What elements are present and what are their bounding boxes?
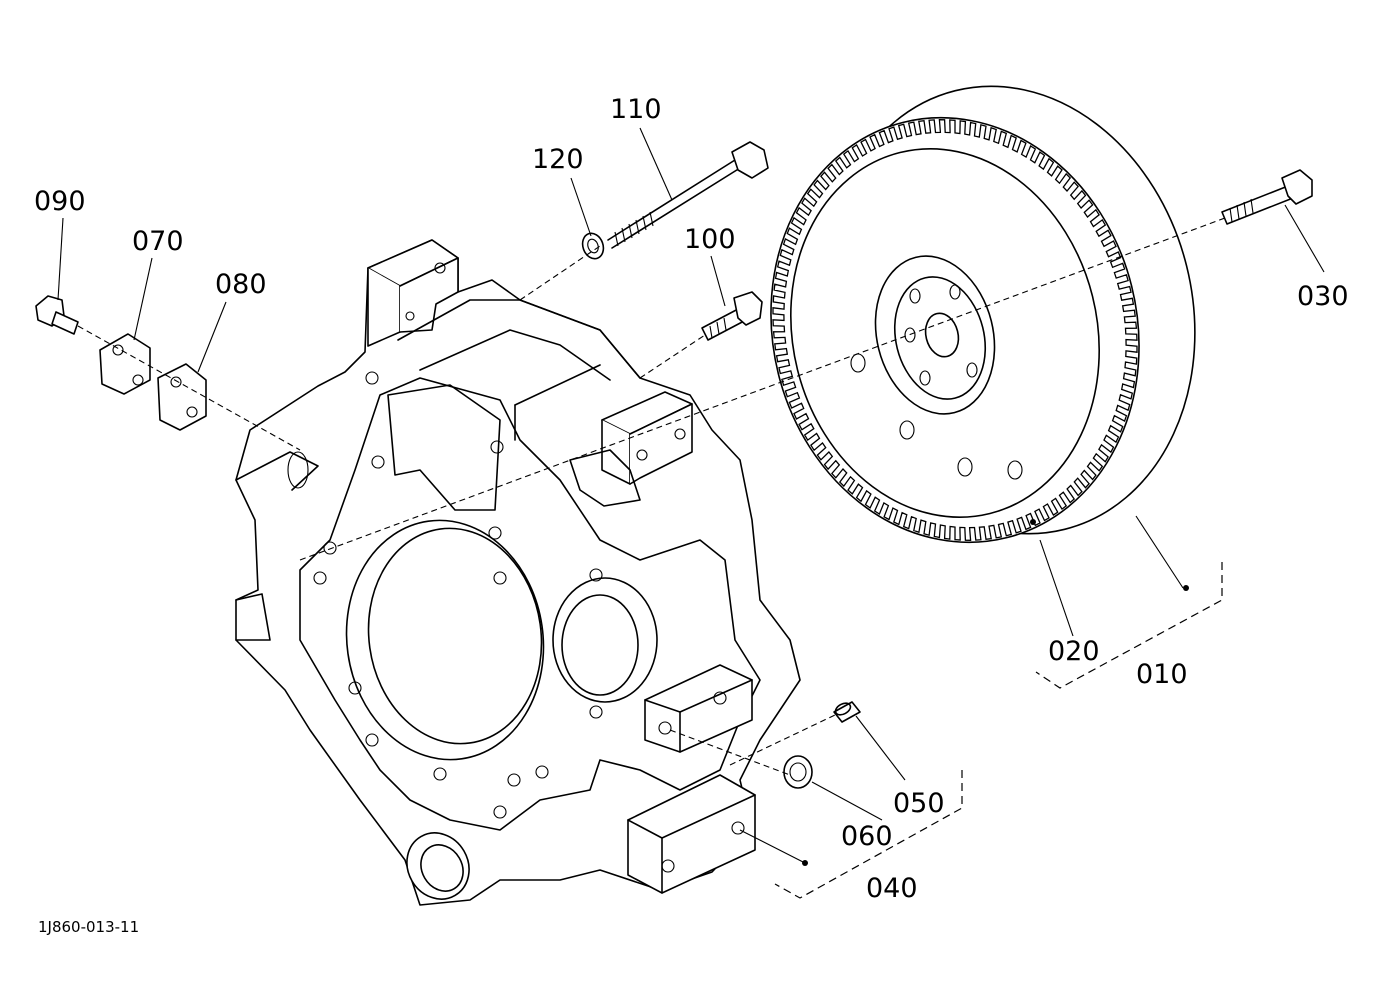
- center-lines: [77, 217, 1226, 776]
- leader-lines: [57, 127, 1325, 864]
- flywheel-housing: [235, 239, 801, 906]
- plug-060: [783, 755, 813, 789]
- callout-050: 050: [893, 788, 945, 819]
- washer-120: [581, 232, 605, 260]
- plate-070: [99, 333, 151, 395]
- pin-050: [833, 701, 861, 723]
- callout-020: 020: [1048, 636, 1100, 667]
- callout-120: 120: [532, 144, 584, 175]
- callout-010: 010: [1136, 659, 1188, 690]
- diagram-code: 1J860-013-11: [38, 918, 139, 936]
- callout-040: 040: [866, 873, 918, 904]
- callout-labels: 090 070 080 120 110 100 030 020 010 050 …: [34, 94, 1349, 936]
- flywheel: [770, 85, 1196, 544]
- callout-070: 070: [132, 226, 184, 257]
- callout-090: 090: [34, 186, 86, 217]
- callout-080: 080: [215, 269, 267, 300]
- bolt-030: [1221, 169, 1313, 225]
- bolt-100: [701, 291, 763, 341]
- bolt-090: [35, 295, 79, 335]
- group-brackets: [774, 519, 1223, 899]
- callout-030: 030: [1297, 281, 1349, 312]
- callout-100: 100: [684, 224, 736, 255]
- plate-080: [157, 363, 207, 431]
- callout-110: 110: [610, 94, 662, 125]
- callout-060: 060: [841, 821, 893, 852]
